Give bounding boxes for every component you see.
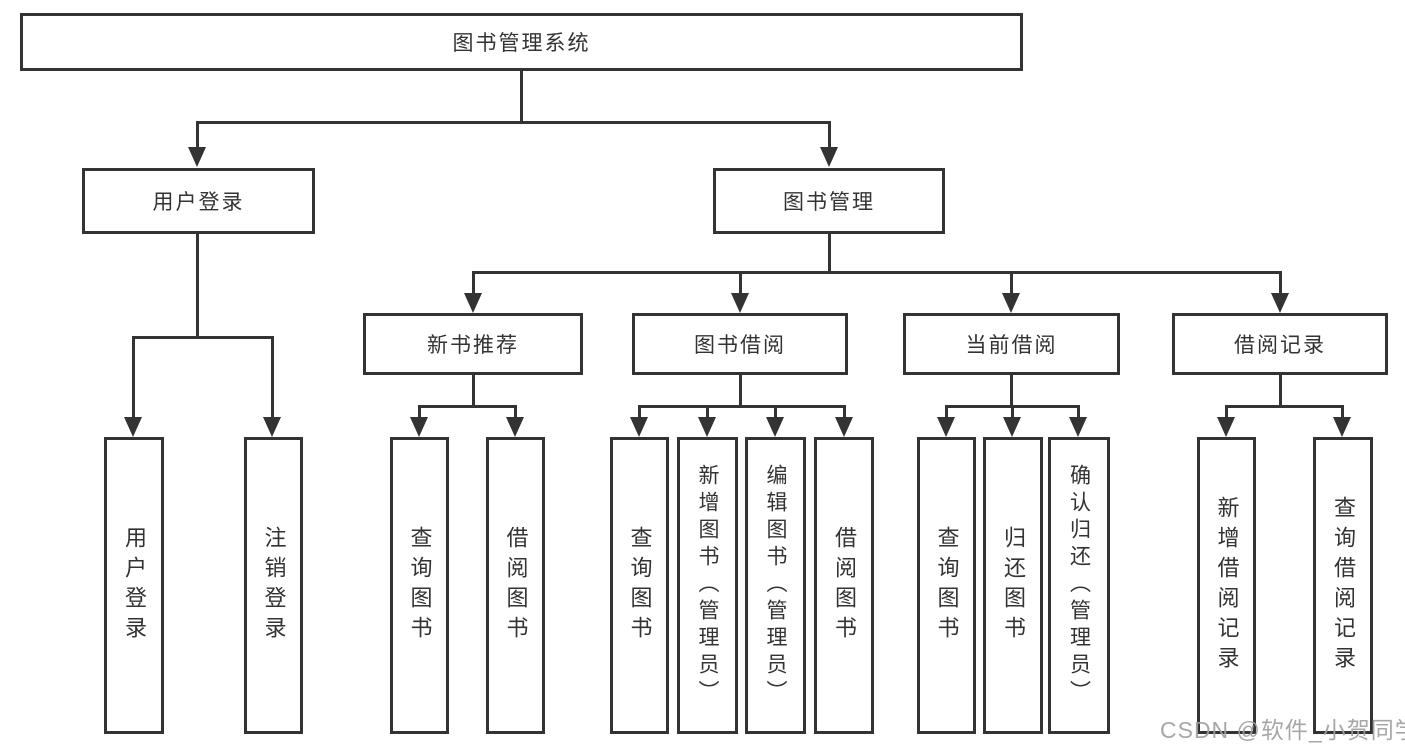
node-label: 用户登录 <box>152 191 245 214</box>
node-user-login: 用户登录 <box>82 168 315 234</box>
connector-stem <box>638 405 641 419</box>
arrowhead-down-icon <box>124 417 142 437</box>
connector-stem <box>706 405 709 419</box>
connector-stem <box>1225 405 1228 419</box>
connector-hline <box>418 405 517 408</box>
connector-stem <box>271 336 274 419</box>
node-label: 查询图书 <box>407 525 433 646</box>
node-label: 查询借阅记录 <box>1331 495 1356 676</box>
connector-stem <box>945 405 948 419</box>
leaf-query-books: 查询图书 <box>390 437 449 734</box>
arrowhead-down-icon <box>263 417 281 437</box>
node-label: 查询图书 <box>627 525 653 646</box>
arrowhead-down-icon <box>464 293 482 313</box>
leaf-return-books: 归还图书 <box>983 437 1043 734</box>
arrowhead-down-icon <box>1217 417 1235 437</box>
connector-stem <box>1279 271 1282 294</box>
connector-stem <box>1341 405 1344 419</box>
connector-stem <box>1011 405 1014 419</box>
connector-stem <box>196 121 199 149</box>
leaf-borrow-books: 借阅图书 <box>814 437 874 734</box>
arrowhead-down-icon <box>188 147 206 167</box>
connector-vline <box>828 233 831 274</box>
connector-hline <box>1225 405 1344 408</box>
connector-vline <box>196 233 199 338</box>
arrowhead-down-icon <box>1333 417 1351 437</box>
connector-stem <box>418 405 421 419</box>
arrowhead-down-icon <box>937 417 955 437</box>
connector-stem <box>774 405 777 419</box>
arrowhead-down-icon <box>1002 293 1020 313</box>
node-book-borrowing: 图书借阅 <box>632 313 848 375</box>
connector-stem <box>514 405 517 419</box>
connector-stem <box>1010 271 1013 294</box>
arrowhead-down-icon <box>630 417 648 437</box>
node-label: 确认归还（管理员） <box>1067 464 1091 707</box>
arrowhead-down-icon <box>820 147 838 167</box>
node-new-book-recommendation: 新书推荐 <box>363 313 583 375</box>
arrowhead-down-icon <box>835 417 853 437</box>
arrowhead-down-icon <box>731 293 749 313</box>
connector-stem <box>472 271 475 294</box>
leaf-query-books: 查询图书 <box>917 437 976 734</box>
leaf-add-book-admin: 新增图书（管理员） <box>677 437 738 734</box>
node-label: 归还图书 <box>1001 525 1026 646</box>
arrowhead-down-icon <box>1271 293 1289 313</box>
connector-stem <box>843 405 846 419</box>
connector-vline <box>472 374 475 408</box>
node-label: 用户登录 <box>122 525 147 646</box>
arrowhead-down-icon <box>766 417 784 437</box>
connector-stem <box>132 336 135 419</box>
node-label: 借阅图书 <box>503 525 529 646</box>
connector-vline <box>520 70 523 123</box>
node-label: 注销登录 <box>261 525 287 646</box>
node-label: 图书管理 <box>783 191 875 214</box>
arrowhead-down-icon <box>506 417 524 437</box>
connector-hline <box>472 271 1281 274</box>
leaf-confirm-return-admin: 确认归还（管理员） <box>1048 437 1110 734</box>
csdn-watermark: CSDN @软件_小贺同学 <box>1160 717 1405 743</box>
node-label: 图书管理系统 <box>452 32 591 55</box>
node-label: 编辑图书（管理员） <box>764 464 787 707</box>
arrowhead-down-icon <box>698 417 716 437</box>
leaf-user-login: 用户登录 <box>104 437 164 734</box>
node-label: 新增借阅记录 <box>1214 495 1240 676</box>
node-current-borrowing: 当前借阅 <box>903 313 1120 375</box>
connector-vline <box>1010 374 1013 408</box>
node-label: 新增图书（管理员） <box>696 464 719 707</box>
leaf-add-borrow-record: 新增借阅记录 <box>1197 437 1256 734</box>
leaf-edit-book-admin: 编辑图书（管理员） <box>745 437 806 734</box>
connector-hline <box>196 121 831 124</box>
connector-stem <box>1077 405 1080 419</box>
node-root-library-management-system: 图书管理系统 <box>20 13 1023 71</box>
node-book-management: 图书管理 <box>713 168 945 234</box>
node-label: 新书推荐 <box>427 334 519 357</box>
node-label: 当前借阅 <box>965 334 1058 357</box>
leaf-borrow-books: 借阅图书 <box>486 437 545 734</box>
node-label: 借阅记录 <box>1234 334 1326 357</box>
leaf-query-borrow-record: 查询借阅记录 <box>1313 437 1373 734</box>
leaf-logout: 注销登录 <box>244 437 303 734</box>
node-label: 查询图书 <box>934 525 960 646</box>
connector-stem <box>828 121 831 149</box>
leaf-query-books: 查询图书 <box>610 437 669 734</box>
connector-stem <box>739 271 742 294</box>
arrowhead-down-icon <box>1003 417 1021 437</box>
node-borrowing-records: 借阅记录 <box>1172 313 1388 375</box>
arrowhead-down-icon <box>410 417 428 437</box>
connector-hline <box>132 336 273 339</box>
connector-vline <box>739 374 742 408</box>
node-label: 借阅图书 <box>832 525 857 646</box>
connector-vline <box>1279 374 1282 408</box>
arrowhead-down-icon <box>1069 417 1087 437</box>
connector-hline <box>638 405 846 408</box>
node-label: 图书借阅 <box>694 334 786 357</box>
